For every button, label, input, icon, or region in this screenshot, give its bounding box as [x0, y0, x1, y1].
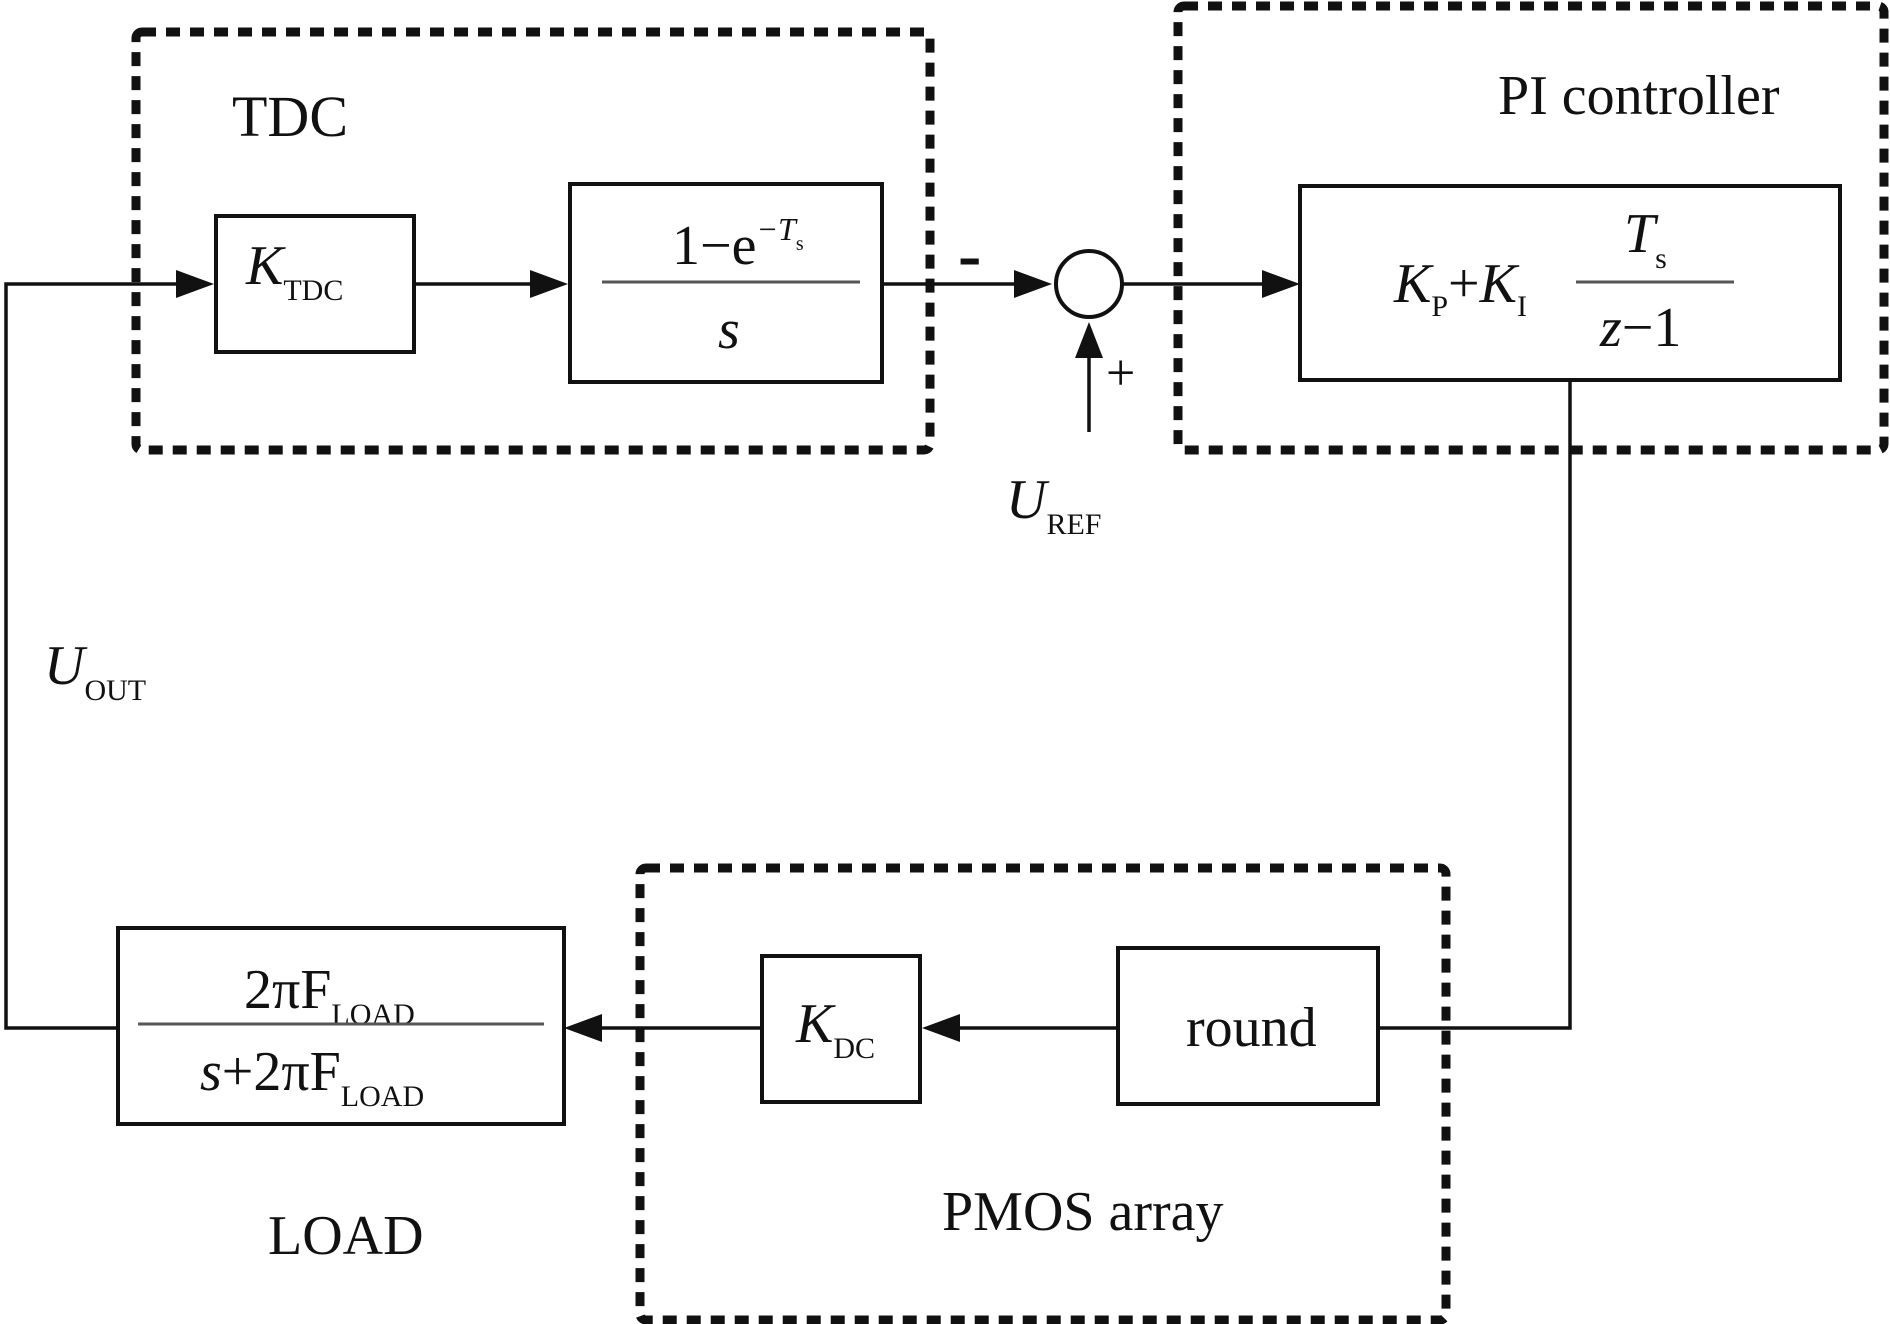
arrowhead-into-zoh: [530, 270, 568, 298]
pi-block: KP+KI Ts z−1: [1298, 184, 1842, 382]
uout-label: UOUT: [44, 635, 146, 707]
pi-plus: +: [1448, 253, 1480, 315]
tdc-group-label: TDC: [232, 84, 348, 149]
uout-main: U: [44, 635, 88, 697]
uout-sub: OUT: [84, 674, 146, 707]
round-block: round: [1116, 946, 1380, 1106]
pi-frac-numerator: Ts: [1624, 203, 1667, 275]
ktdc-block: KTDC: [214, 214, 416, 354]
pi-ki: K: [1479, 253, 1520, 315]
load-den-s: s: [200, 1041, 222, 1103]
uref-main: U: [1006, 469, 1050, 531]
kdc-main: K: [795, 993, 836, 1055]
zoh-num-sup-sub: s: [796, 233, 804, 255]
load-block: 2πFLOAD s+2πFLOAD: [116, 926, 566, 1126]
pi-frac-num-sub: s: [1655, 242, 1667, 275]
arrowhead-into-kdc: [922, 1014, 960, 1042]
load-num-sub: LOAD: [331, 998, 414, 1031]
arrowhead-into-ktdc: [176, 270, 214, 298]
pi-kp: K: [1393, 253, 1434, 315]
pmos-group-label: PMOS array: [942, 1181, 1224, 1243]
summing-junction: [1054, 249, 1124, 319]
zoh-num-prefix: 1−e: [672, 215, 756, 277]
arrowheads: [176, 270, 1300, 1042]
tdc-group-frame: [131, 27, 935, 455]
load-denominator: s+2πFLOAD: [200, 1041, 424, 1113]
arrowhead-into-load: [564, 1014, 602, 1042]
load-group-label: LOAD: [268, 1205, 424, 1267]
kdc-block: KDC: [760, 954, 922, 1104]
ktdc-main: K: [245, 235, 286, 297]
pi-group-label: PI controller: [1498, 65, 1780, 127]
kdc-label: KDC: [795, 993, 875, 1065]
load-num-prefix: 2πF: [244, 959, 331, 1021]
round-label: round: [1186, 997, 1317, 1059]
zoh-numerator: 1−e−Ts: [672, 211, 804, 277]
feedback-wire: [4, 282, 178, 1030]
pi-frac-num: T: [1624, 203, 1659, 265]
zoh-num-sup: −T: [756, 211, 798, 247]
signal-wires: [4, 282, 1572, 1030]
pi-frac-den-z: z: [1599, 297, 1622, 359]
uref-sub: REF: [1046, 508, 1101, 541]
zoh-block: 1−e−Ts s: [568, 182, 884, 384]
pi-gain-expression: KP+KI: [1393, 253, 1527, 323]
load-den-sub: LOAD: [341, 1080, 424, 1113]
pi-to-round-wire: [1378, 380, 1572, 1030]
load-den-rest: +2πF: [222, 1041, 341, 1103]
pi-group-frame: [1173, 1, 1889, 455]
arrowhead-into-sum: [1014, 270, 1052, 298]
uref-label: UREF: [1006, 469, 1101, 541]
pi-frac-denominator: z−1: [1599, 297, 1681, 359]
arrowhead-into-pi: [1262, 270, 1300, 298]
pi-ki-sub: I: [1517, 290, 1527, 323]
pmos-group-frame: [635, 863, 1451, 1324]
ktdc-label: KTDC: [245, 235, 343, 307]
ktdc-sub: TDC: [283, 274, 343, 307]
plus-sign-label: +: [1106, 345, 1135, 402]
minus-sign-label: -: [958, 217, 981, 294]
kdc-sub: DC: [833, 1032, 875, 1065]
arrowhead-uref-into-sum: [1075, 322, 1103, 358]
zoh-denominator: s: [718, 299, 740, 361]
pi-kp-sub: P: [1431, 290, 1448, 323]
pi-frac-den-rest: −1: [1622, 297, 1682, 359]
